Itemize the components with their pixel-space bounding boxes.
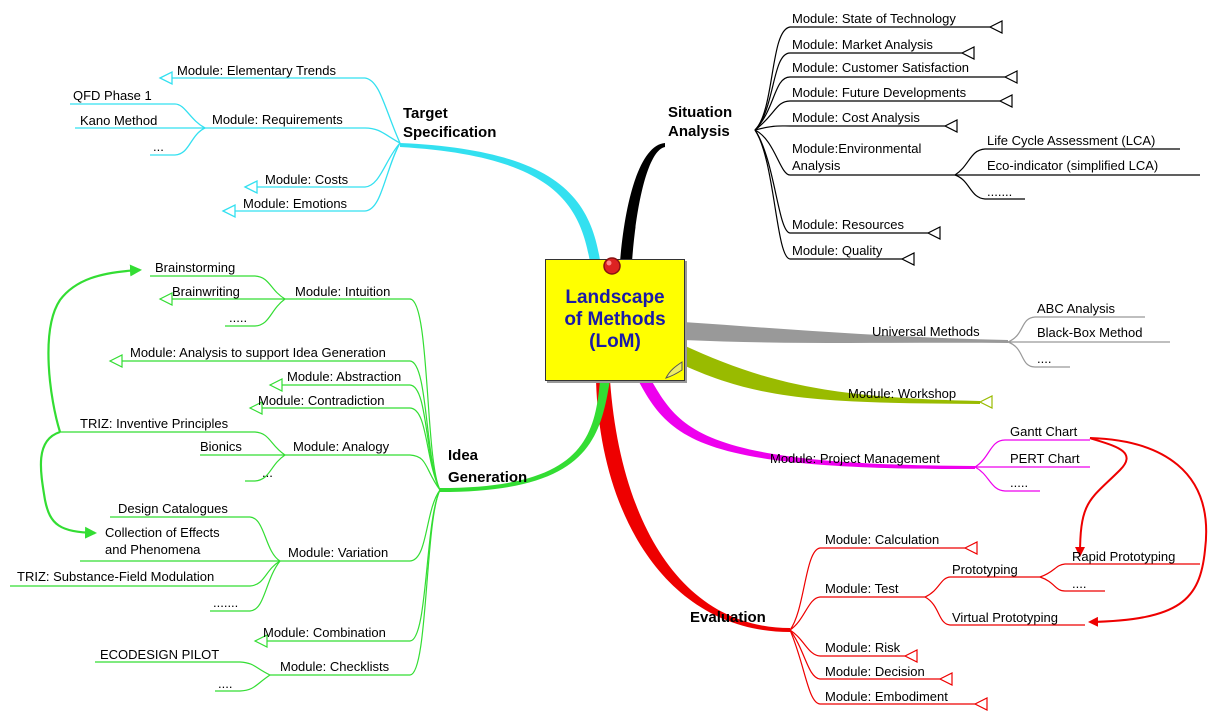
situation-module-market-analysis: Module: Market Analysis [792, 37, 933, 52]
target-title-line-1: Target [403, 105, 448, 122]
evaluation-virtual-prototyping: Virtual Prototyping [952, 610, 1058, 625]
evaluation-title: Evaluation [690, 609, 766, 626]
project-child-pert: PERT Chart [1010, 451, 1080, 466]
universal-branch-lines [1007, 316, 1170, 368]
branch-workshop [683, 345, 980, 404]
idea-module-checklists: Module: Checklists [280, 659, 390, 674]
branch-project [638, 378, 975, 470]
universal-child-ellipsis: .... [1037, 351, 1051, 366]
idea-branch-lines [10, 275, 441, 692]
workshop-label: Module: Workshop [848, 386, 956, 401]
evaluation-branch-lines [789, 541, 1200, 711]
idea-child-collection-line-1: Collection of Effects [105, 525, 220, 540]
idea-module-intuition: Module: Intuition [295, 284, 390, 299]
idea-child-triz-inventive: TRIZ: Inventive Principles [80, 416, 229, 431]
branch-target [400, 143, 600, 262]
idea-child-brainwriting: Brainwriting [172, 284, 240, 299]
project-child-ellipsis: ..... [1010, 475, 1028, 490]
universal-child-black-box: Black-Box Method [1037, 325, 1143, 340]
project-branch-lines [974, 439, 1090, 492]
situation-module-customer-satisfaction: Module: Customer Satisfaction [792, 60, 969, 75]
target-title-line-2: Specification [403, 124, 496, 141]
gantt-to-rapid-arrow [1075, 437, 1128, 557]
idea-title-line-1: Idea [448, 447, 479, 464]
target-module-emotions: Module: Emotions [243, 196, 348, 211]
project-label: Module: Project Management [770, 451, 940, 466]
situation-branch-lines [754, 20, 1200, 266]
branch-evaluation [596, 380, 790, 632]
center-title-line-1: Landscape [565, 287, 665, 308]
universal-label: Universal Methods [872, 324, 980, 339]
idea-module-variation: Module: Variation [288, 545, 388, 560]
situation-child-eco-indicator: Eco-indicator (simplified LCA) [987, 158, 1158, 173]
idea-module-analogy: Module: Analogy [293, 439, 390, 454]
idea-module-abstraction: Module: Abstraction [287, 369, 401, 384]
triz-to-collection-arrow [39, 430, 97, 539]
workshop-arrowhead [978, 395, 993, 409]
branch-idea [440, 380, 610, 492]
idea-child-analogy-ellipsis: ... [262, 465, 273, 480]
branch-universal [683, 322, 1008, 343]
idea-child-intuition-ellipsis: ..... [229, 310, 247, 325]
idea-child-triz-substance-field: TRIZ: Substance-Field Modulation [17, 569, 214, 584]
evaluation-proto-ellipsis: .... [1072, 576, 1086, 591]
idea-title-line-2: Generation [448, 469, 527, 486]
idea-child-bionics: Bionics [200, 439, 242, 454]
target-child-ellipsis: ... [153, 139, 164, 154]
target-module-elementary-trends: Module: Elementary Trends [177, 63, 336, 78]
idea-child-design-catalogues: Design Catalogues [118, 501, 228, 516]
universal-child-abc: ABC Analysis [1037, 301, 1116, 316]
situation-module-environmental-line-2: Analysis [792, 158, 841, 173]
idea-child-collection-line-2: and Phenomena [105, 542, 201, 557]
target-module-requirements: Module: Requirements [212, 112, 343, 127]
situation-module-quality: Module: Quality [792, 243, 883, 258]
center-node: Landscape of Methods (LoM) [545, 259, 685, 381]
target-child-kano: Kano Method [80, 113, 157, 128]
situation-title-line-2: Analysis [668, 123, 730, 140]
situation-module-environmental-line-1: Module:Environmental [792, 141, 921, 156]
pushpin-icon [603, 257, 621, 275]
page-curl-icon [665, 361, 683, 379]
idea-module-contradiction: Module: Contradiction [258, 393, 384, 408]
target-branch-lines [70, 70, 401, 219]
target-child-qfd: QFD Phase 1 [73, 88, 152, 103]
center-title-line-3: (LoM) [589, 331, 641, 352]
idea-child-ecodesign-pilot: ECODESIGN PILOT [100, 647, 219, 662]
evaluation-module-risk: Module: Risk [825, 640, 901, 655]
situation-title-line-1: Situation [668, 104, 732, 121]
triz-to-brainstorming-arrow [47, 264, 142, 433]
target-module-costs: Module: Costs [265, 172, 349, 187]
idea-module-analysis: Module: Analysis to support Idea Generat… [130, 345, 386, 360]
main-branches [400, 143, 1008, 632]
evaluation-module-embodiment: Module: Embodiment [825, 689, 948, 704]
situation-module-future-developments: Module: Future Developments [792, 85, 967, 100]
center-title-line-2: of Methods [564, 309, 666, 330]
situation-module-cost-analysis: Module: Cost Analysis [792, 110, 920, 125]
evaluation-module-calculation: Module: Calculation [825, 532, 939, 547]
evaluation-module-test: Module: Test [825, 581, 899, 596]
idea-child-checklists-ellipsis: .... [218, 676, 232, 691]
project-child-gantt: Gantt Chart [1010, 424, 1078, 439]
situation-module-resources: Module: Resources [792, 217, 904, 232]
evaluation-prototyping: Prototyping [952, 562, 1018, 577]
branch-situation [620, 143, 665, 262]
evaluation-module-decision: Module: Decision [825, 664, 925, 679]
idea-child-variation-ellipsis: ....... [213, 595, 238, 610]
situation-child-ellipsis: ....... [987, 184, 1012, 199]
evaluation-rapid-prototyping: Rapid Prototyping [1072, 549, 1175, 564]
gantt-to-virtual-arrow [1088, 437, 1208, 627]
idea-module-combination: Module: Combination [263, 625, 386, 640]
situation-child-lca: Life Cycle Assessment (LCA) [987, 133, 1155, 148]
idea-child-brainstorming: Brainstorming [155, 260, 235, 275]
situation-module-state-of-technology: Module: State of Technology [792, 11, 956, 26]
